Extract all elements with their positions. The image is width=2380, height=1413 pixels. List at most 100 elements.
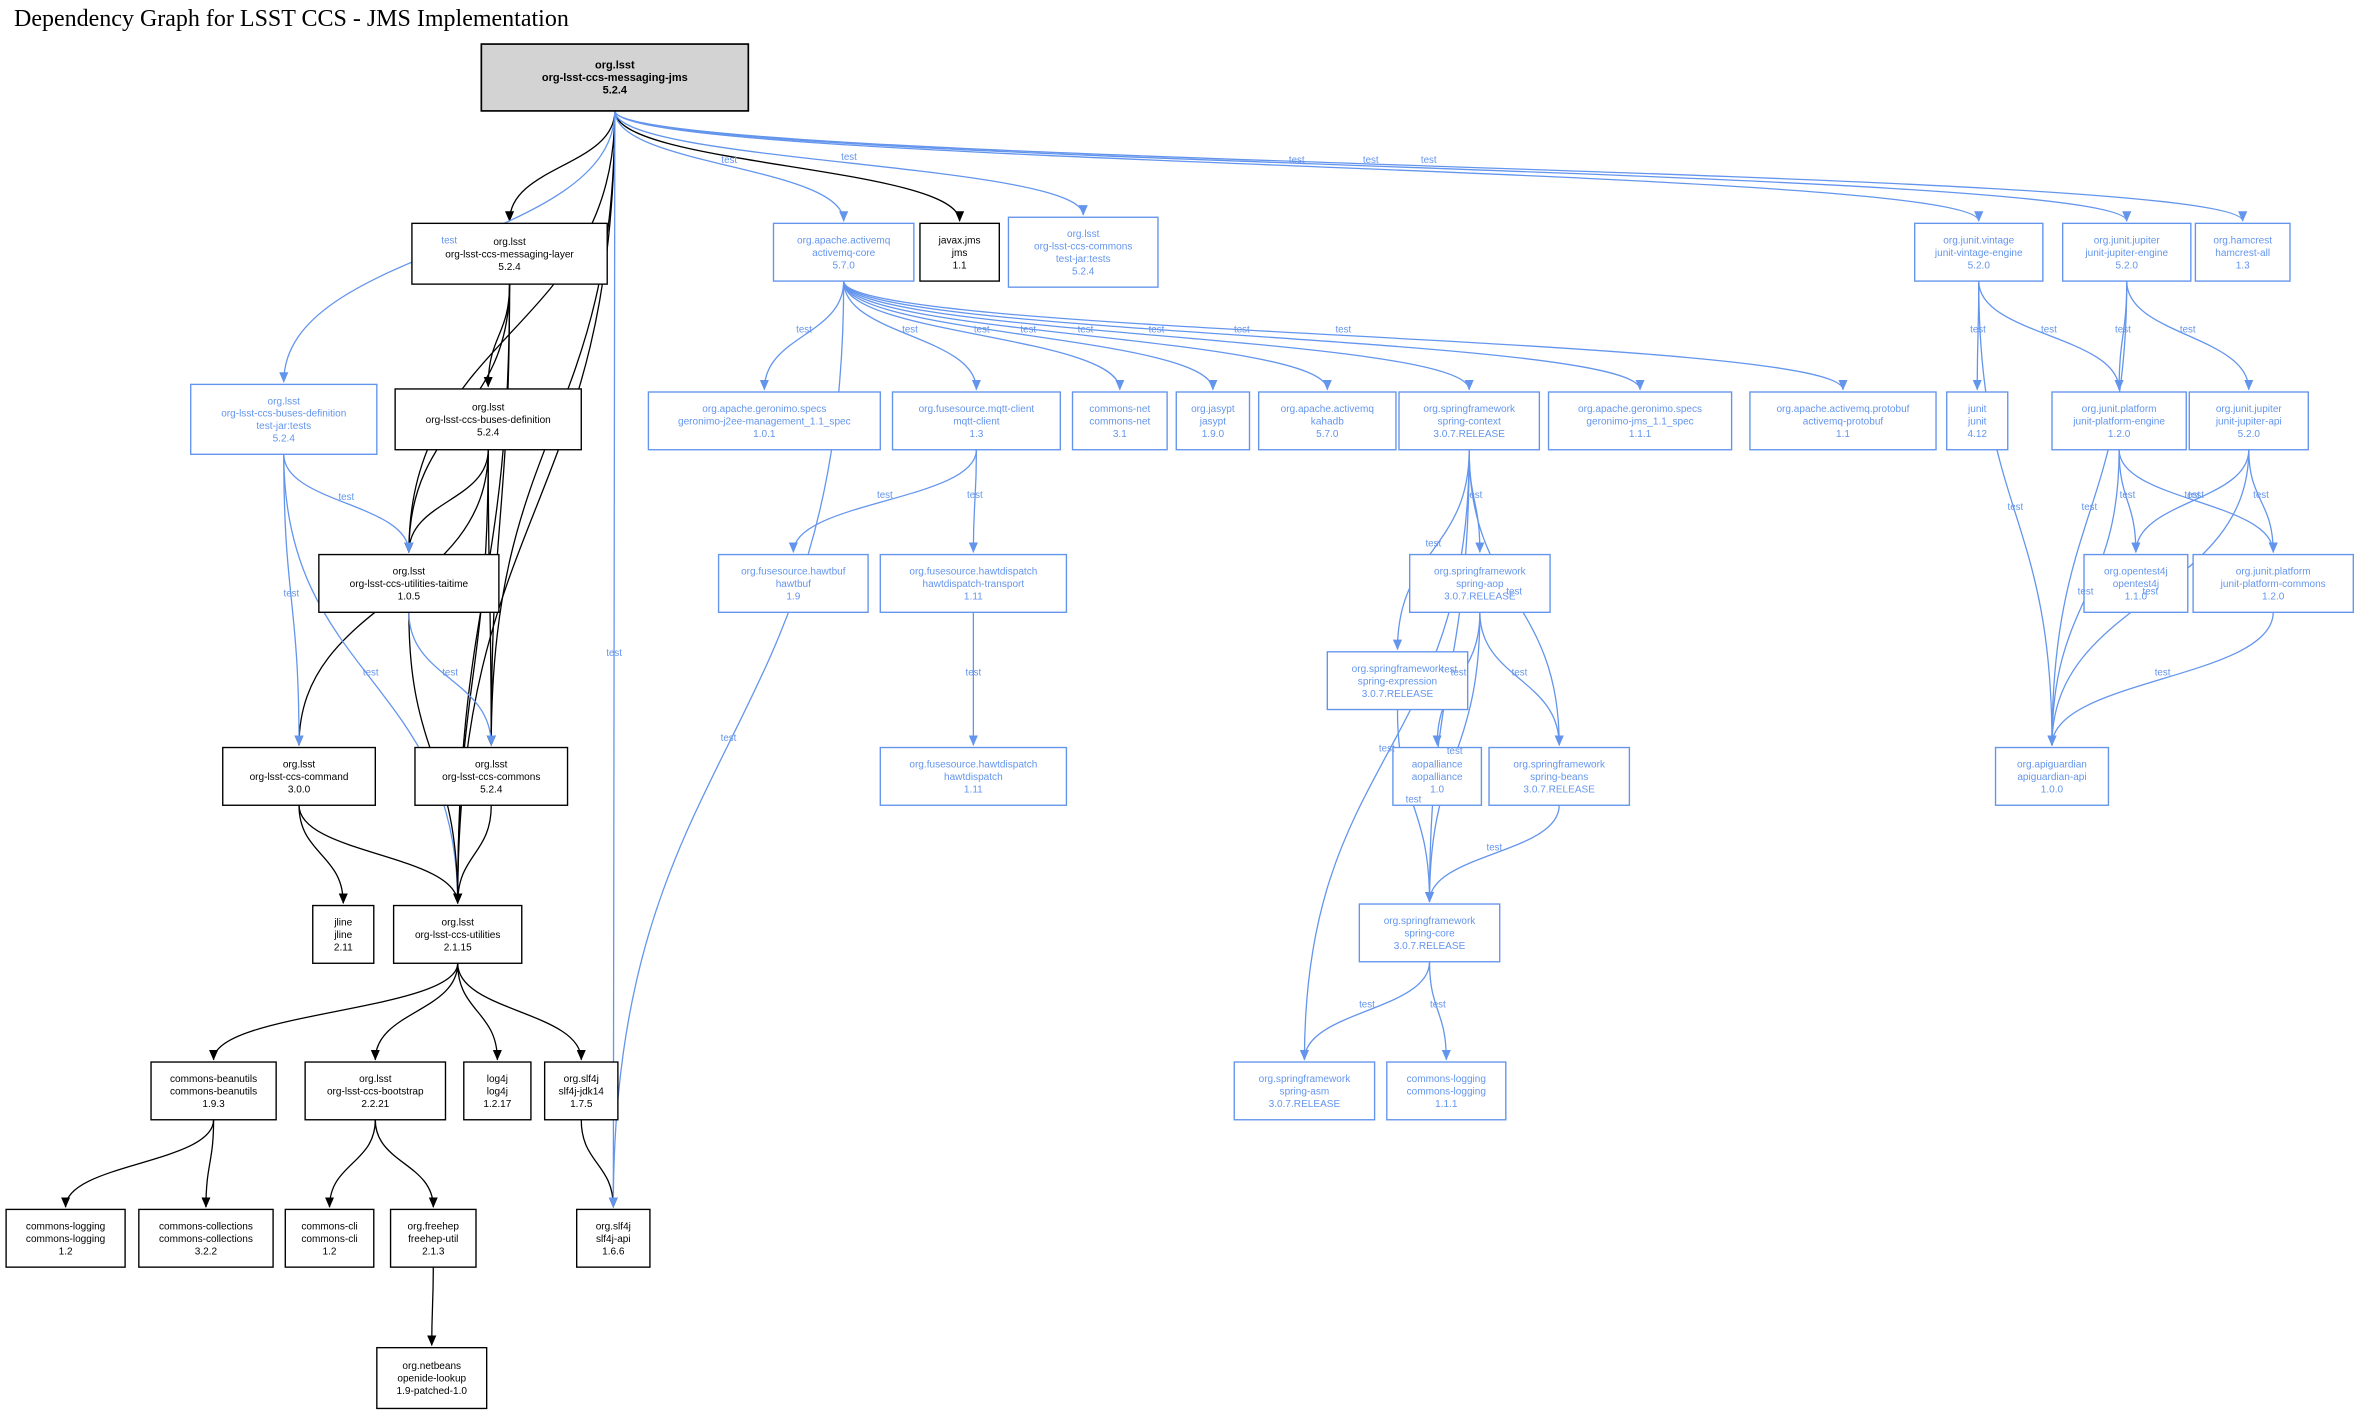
node-collections: commons-collectionscommons-collections3.… [138,1208,274,1268]
edge-taitime--ccs-commons [408,612,496,747]
node-label: commons-logging [26,1234,105,1245]
edge-test-label: test [1149,324,1165,335]
node-label: opentest4j [2113,579,2159,590]
node-buses-tests: org.lsstorg-lsst-ccs-buses-definitiontes… [190,383,378,455]
edge-test-label: test [606,648,622,659]
edge-test-label: test [1447,746,1463,757]
node-label: junit [1967,417,1987,428]
node-label: org.junit.jupiter [2216,404,2283,415]
edge-test-label: test [2253,490,2269,501]
node-label: commons-logging [26,1221,105,1232]
edge-test-label: test [2081,502,2097,513]
edge-test-label: test [2115,324,2131,335]
node-label: 5.2.0 [2238,429,2261,440]
node-label: 1.0 [1430,785,1444,796]
edge-platform-commons--apiguardian [2047,612,2274,747]
edge-buses-tests--command [283,454,304,747]
node-box [1994,746,2110,806]
node-label: 2.2.21 [361,1099,389,1110]
edge-activemq-core--slf4j-api [608,281,845,1208]
node-protobuf: org.apache.activemq.protobufactivemq-pro… [1749,391,1937,451]
node-box [394,388,582,451]
edge-test-label: test [1234,324,1250,335]
node-box [222,746,376,806]
node-label: hamcrest-all [2215,248,2270,259]
node-label: org.hamcrest [2213,235,2272,246]
node-spring-context: org.springframeworkspring-context3.0.7.R… [1398,391,1541,451]
node-label: org.springframework [1513,760,1606,771]
node-label: 1.2.0 [2262,592,2285,603]
edge-vintage--apiguardian [1978,281,2057,747]
edge-test-label: test [967,490,983,501]
node-box [1326,651,1469,711]
node-label: javax.jms [938,235,981,246]
node-label: commons-cli [301,1221,357,1232]
node-label: org.springframework [1259,1074,1352,1085]
node-label: org-lsst-ccs-messaging-jms [542,72,688,84]
node-box [480,43,750,112]
node-label: org.lsst [472,403,505,414]
node-spring-beans: org.springframeworkspring-beans3.0.7.REL… [1488,746,1631,806]
edge-activemq-core--geronimo-mgmt [759,281,845,391]
node-label: activemq-core [812,248,876,259]
node-label: log4j [487,1074,508,1085]
node-label: hawtdispatch-transport [923,579,1025,590]
node-label: spring-asm [1280,1087,1330,1098]
edge-jupiter-api--opentest4j [2131,449,2250,554]
node-box [392,904,523,964]
node-spring-core: org.springframeworkspring-core3.0.7.RELE… [1358,903,1501,963]
node-label: org.netbeans [402,1361,461,1372]
node-label: 1.1.1 [1435,1099,1458,1110]
node-label: org-lsst-ccs-commons [442,772,540,783]
node-label: hawtdispatch [944,772,1003,783]
node-label: org.lsst [393,567,426,578]
node-box [2083,553,2189,613]
edge-command--utilities [298,805,463,905]
node-buses-def: org.lsstorg-lsst-ccs-buses-definition5.2… [394,388,582,451]
edge-beanutils--cl12 [61,1119,215,1208]
edge-utilities--log4j [457,963,502,1061]
edge-utilities--beanutils [209,963,459,1061]
edge-test-label: test [2008,502,2024,513]
node-box [1392,746,1483,806]
edge-test-label: test [442,668,458,679]
edge-test-label: test [1406,795,1422,806]
node-label: org.lsst [268,396,301,407]
edge-test-label: test [796,324,812,335]
node-box [543,1061,619,1121]
node-label: org.springframework [1352,664,1445,675]
node-spring-expression: org.springframeworkspring-expression3.0.… [1326,651,1469,711]
node-label: commons-logging [1407,1074,1486,1085]
node-label: 1.1.1 [1629,429,1652,440]
node-label: jasypt [1199,417,1226,428]
node-msg-layer: org.lsstorg-lsst-ccs-messaging-layer5.2.… [411,222,608,285]
node-label: commons-net [1089,404,1150,415]
edge-root--msg-layer [505,110,616,222]
node-label: 1.0.1 [753,429,776,440]
node-label: org.lsst [359,1074,392,1085]
node-label: org-lsst-ccs-commons [1034,242,1132,253]
edge-spring-core--cl111 [1428,961,1451,1061]
edge-test-label: test [2184,490,2200,501]
node-box [1409,553,1551,613]
node-label: junit-jupiter-api [2215,417,2282,428]
node-label: junit-platform-commons [2220,579,2326,590]
edge-jupiter-engine--jupiter-api [2126,281,2254,391]
node-spring-aop: org.springframeworkspring-aop3.0.7.RELEA… [1409,553,1551,613]
node-box [389,1208,477,1268]
node-label: 5.7.0 [1316,429,1339,440]
edge-test-label: test [902,324,918,335]
